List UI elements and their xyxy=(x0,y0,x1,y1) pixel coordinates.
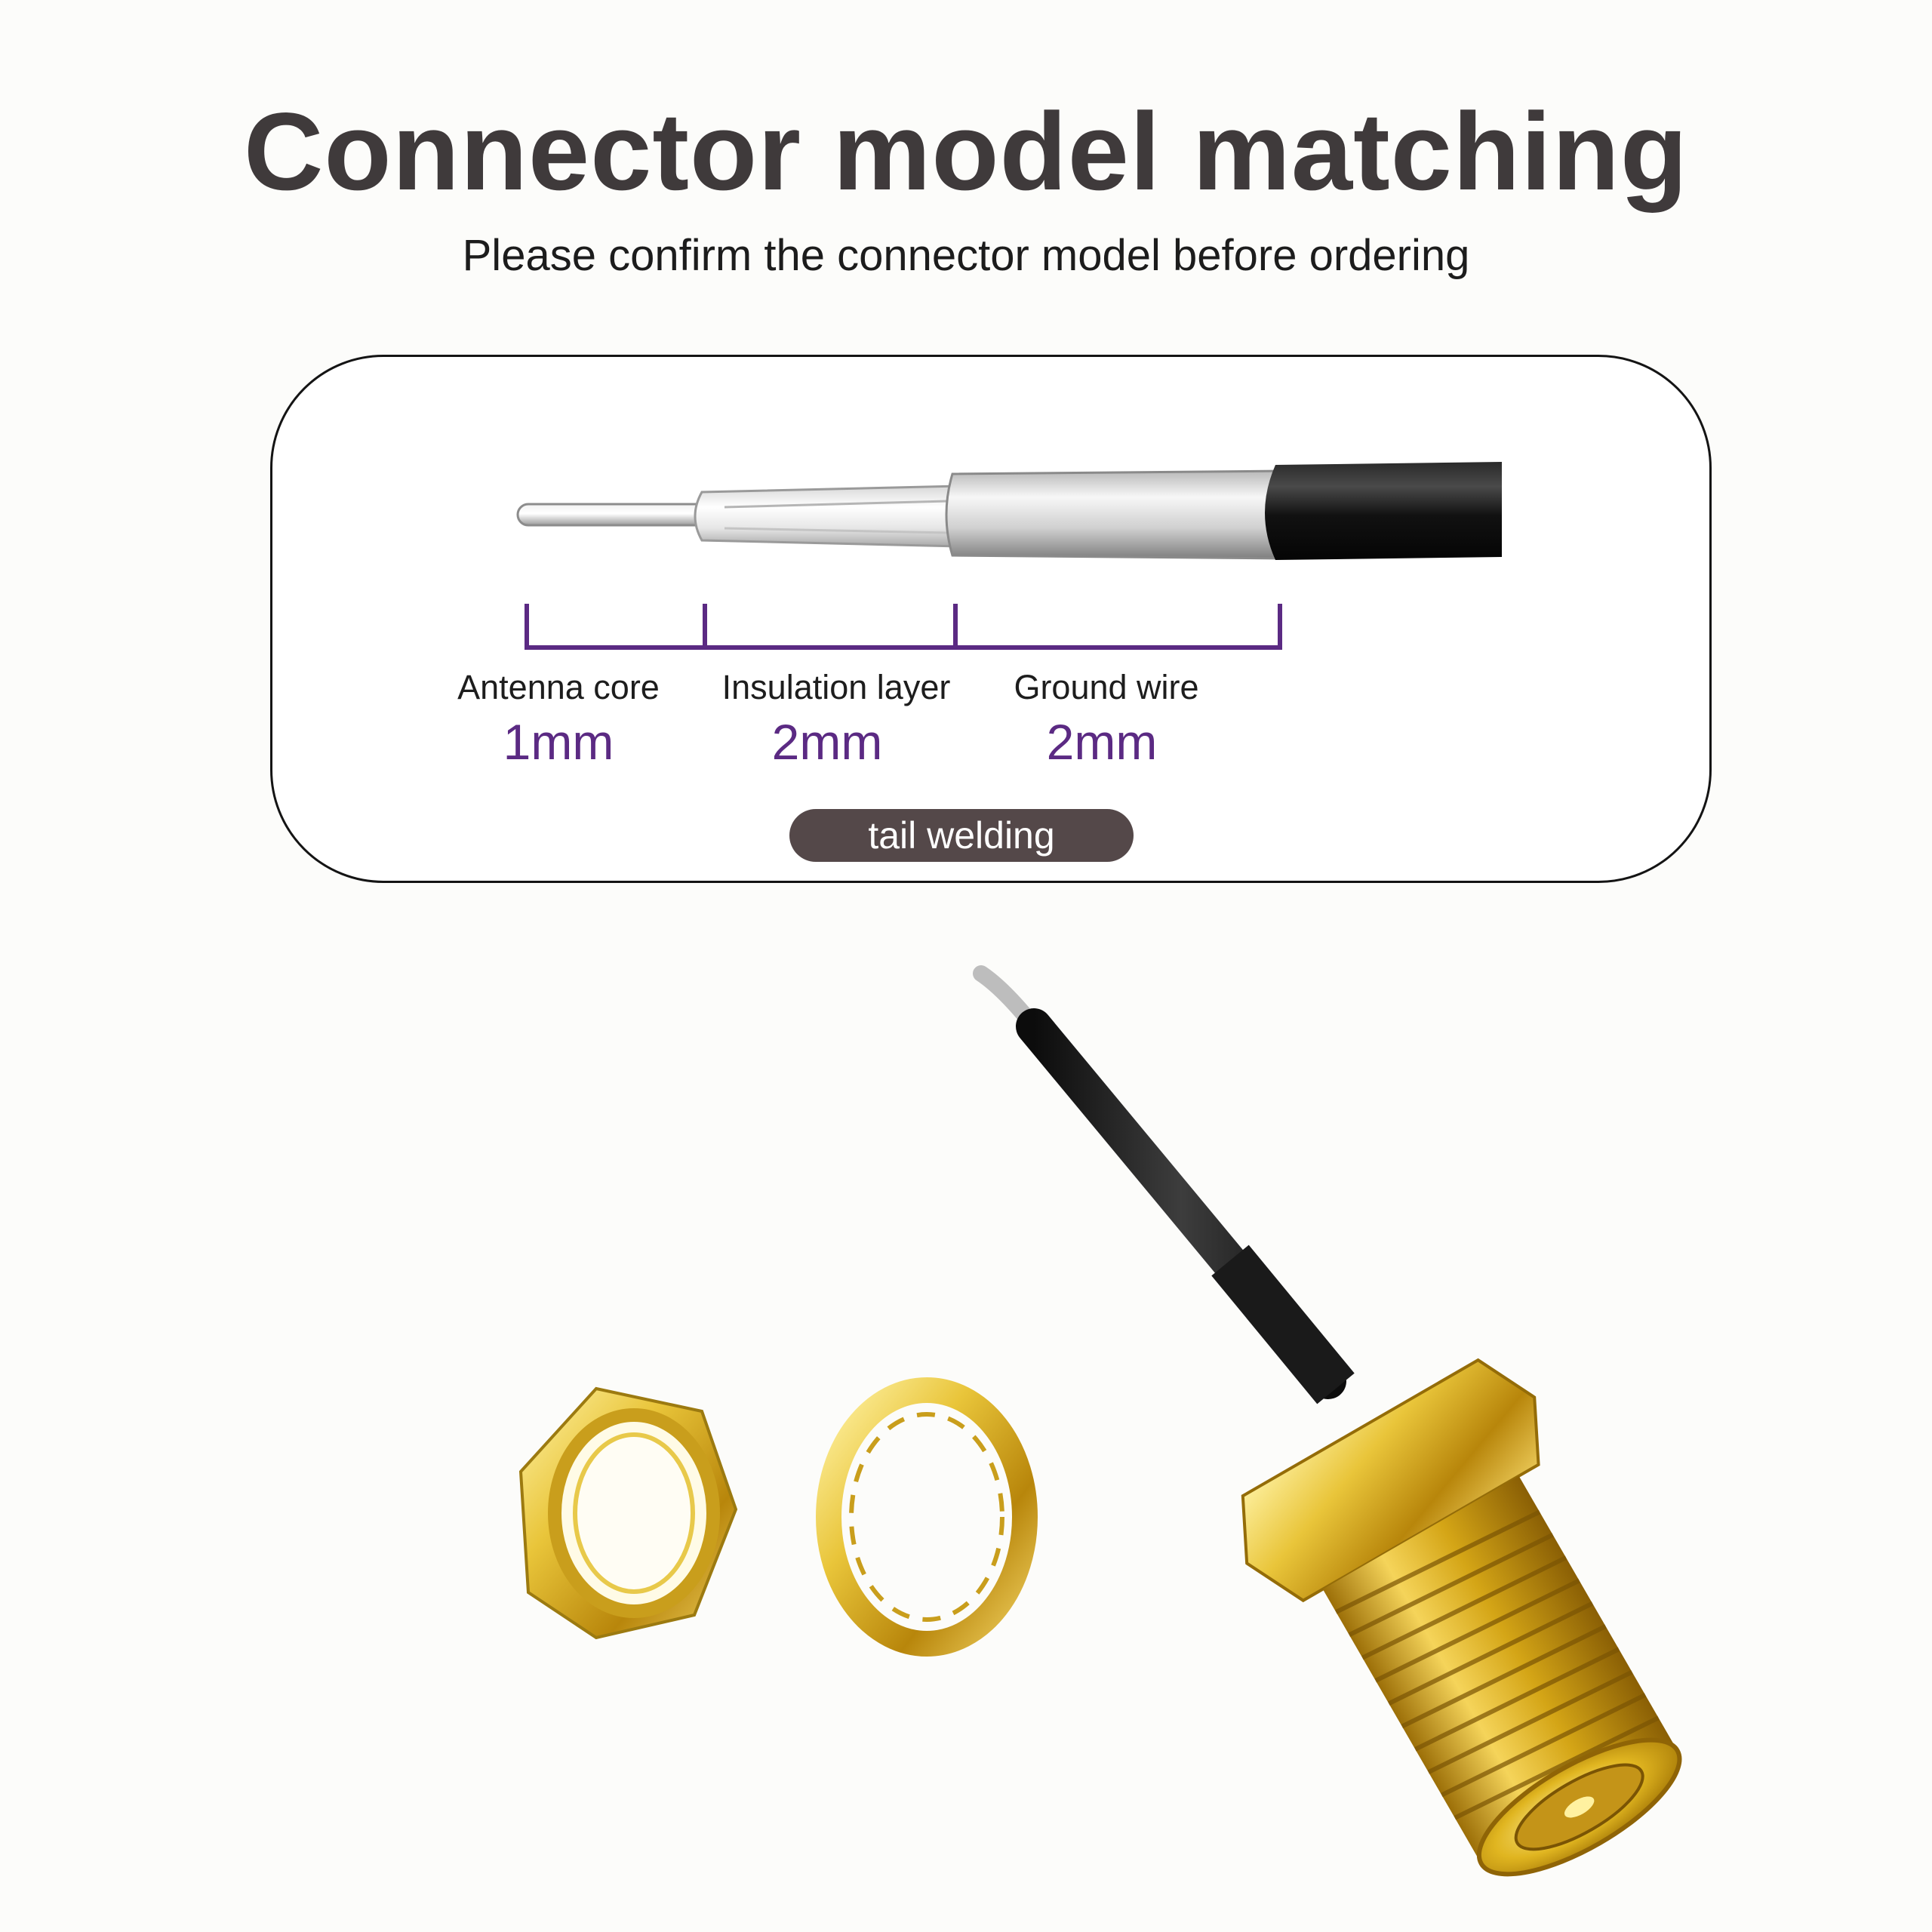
measurement-brackets xyxy=(525,604,1282,650)
outer-jacket xyxy=(1265,462,1502,560)
hex-nut xyxy=(518,1386,738,1640)
connector-cable xyxy=(973,965,1355,1404)
connector-parts-illustration xyxy=(518,965,1682,1877)
ground-wire-shield xyxy=(945,469,1284,560)
page-title: Connector model matching xyxy=(243,90,1688,213)
segment-value-antenna-core: 1mm xyxy=(503,714,614,770)
antenna-core-pin xyxy=(516,503,709,527)
tail-welding-badge: tail welding xyxy=(789,809,1134,862)
cable-spec-panel xyxy=(270,355,1712,883)
page-subtitle: Please confirm the connector model befor… xyxy=(462,231,1470,280)
segment-value-ground-wire: 2mm xyxy=(1046,714,1158,770)
segment-label-antenna-core: Antenna core xyxy=(457,668,660,706)
lock-washer xyxy=(816,1377,1038,1657)
insulation-layer xyxy=(694,485,960,548)
insulation-highlight xyxy=(724,500,948,509)
segment-label-insulation-layer: Insulation layer xyxy=(721,668,951,706)
segment-label-ground-wire: Ground wire xyxy=(1014,668,1199,706)
cable-diagram xyxy=(516,462,1502,650)
segment-value-insulation-layer: 2mm xyxy=(771,714,883,770)
sma-connector xyxy=(1241,1358,1682,1877)
insulation-highlight xyxy=(724,527,948,534)
